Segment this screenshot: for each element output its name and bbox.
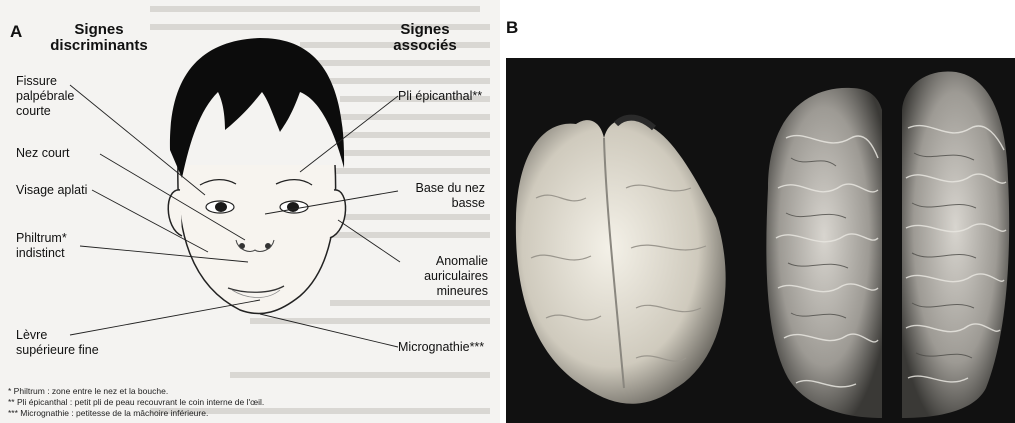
header-left-line1: Signes — [49, 22, 149, 38]
child-face-drawing — [0, 0, 500, 423]
left-ear — [168, 190, 182, 236]
label-anomalie-auriculaires: Anomalie auriculaires mineures — [403, 254, 488, 299]
label-pli-epicanthal: Pli épicanthal** — [398, 89, 482, 104]
label-nez-court: Nez court — [16, 146, 70, 161]
header-left-line2: discriminants — [49, 38, 149, 54]
label-philtrum: Philtrum* indistinct — [16, 231, 67, 261]
panel-letter-a: A — [10, 22, 22, 42]
label-levre-superieure: Lèvre supérieure fine — [16, 328, 99, 358]
panel-a-illustration: A Signes discriminants Signes associés F… — [0, 0, 500, 423]
label-micrognathie: Micrognathie*** — [398, 340, 484, 355]
header-right-line2: associés — [390, 38, 460, 54]
header-signes-associes: Signes associés — [390, 22, 460, 54]
label-fissure-palpebrale: Fissure palpébrale courte — [16, 74, 74, 119]
brain-photo — [506, 58, 1015, 423]
header-signes-discriminants: Signes discriminants — [49, 22, 149, 54]
header-right-line1: Signes — [390, 22, 460, 38]
footnote-pli-epicanthal: ** Pli épicanthal : petit pli de peau re… — [8, 397, 264, 407]
footnote-micrognathie: *** Micrognathie : petitesse de la mâcho… — [8, 408, 208, 418]
footnote-philtrum: * Philtrum : zone entre le nez et la bou… — [8, 386, 168, 396]
brains-illustration — [506, 58, 1015, 423]
label-base-du-nez: Base du nez basse — [405, 181, 485, 211]
right-brain-right-hemisphere — [902, 71, 1009, 418]
label-visage-aplati: Visage aplati — [16, 183, 87, 198]
panel-b-photograph: B — [502, 0, 1015, 423]
panel-letter-b: B — [506, 18, 518, 38]
